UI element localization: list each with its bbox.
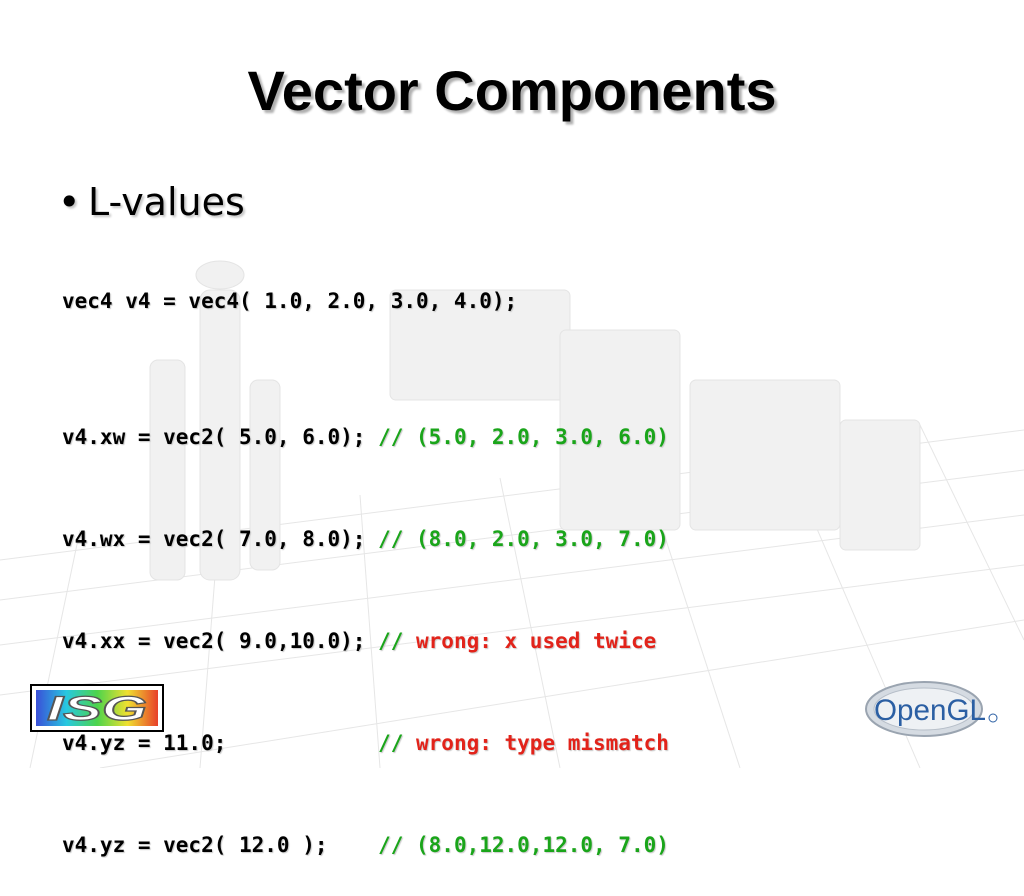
bullet-text: L-values (88, 180, 245, 224)
code-comment: (8.0, 2.0, 3.0, 7.0) (416, 527, 669, 551)
opengl-logo-text: OpenGL (874, 694, 986, 727)
code-statement: v4.yz = 11.0; (62, 731, 379, 755)
opengl-logo: OpenGL (862, 678, 1002, 740)
code-comment-slashes: // (378, 425, 417, 449)
code-comment-error: wrong: type mismatch (416, 731, 669, 755)
code-comment: (8.0,12.0,12.0, 7.0) (416, 833, 669, 857)
code-line: v4.xx = vec2( 9.0,10.0); // wrong: x use… (62, 624, 669, 658)
slide-title: Vector Components (247, 59, 777, 122)
code-comment-slashes: // (378, 527, 417, 551)
background-scene (0, 260, 1024, 768)
code-comment-slashes: // (378, 629, 417, 653)
code-statement: v4.xw = vec2( 5.0, 6.0); (62, 425, 379, 449)
isg-logo-icon: ISG (36, 689, 158, 729)
code-statement: v4.xx = vec2( 9.0,10.0); (62, 629, 379, 653)
code-line: v4.yz = vec2( 12.0 ); // (8.0,12.0,12.0,… (62, 828, 669, 862)
code-statement: v4.wx = vec2( 7.0, 8.0); (62, 527, 379, 551)
code-line: v4.xw = vec2( 5.0, 6.0); // (5.0, 2.0, 3… (62, 420, 669, 454)
code-statement: v4.yz = vec2( 12.0 ); (62, 833, 379, 857)
code-line: v4.wx = vec2( 7.0, 8.0); // (8.0, 2.0, 3… (62, 522, 669, 556)
code-declaration: vec4 v4 = vec4( 1.0, 2.0, 3.0, 4.0); (62, 289, 518, 313)
code-comment-slashes: // (378, 833, 417, 857)
opengl-logo-icon: OpenGL (865, 681, 998, 737)
isg-logo-text: ISG (47, 690, 147, 728)
code-line: v4.yz = 11.0; // wrong: type mismatch (62, 726, 669, 760)
code-comment-slashes: // (378, 731, 417, 755)
bullet-item: • L-values (58, 180, 245, 224)
code-comment-error: wrong: x used twice (416, 629, 657, 653)
bullet-dot-icon: • (58, 180, 81, 224)
code-comment: (5.0, 2.0, 3.0, 6.0) (416, 425, 669, 449)
code-block: v4.xw = vec2( 5.0, 6.0); // (5.0, 2.0, 3… (62, 352, 669, 896)
isg-logo: ISG (30, 684, 164, 732)
